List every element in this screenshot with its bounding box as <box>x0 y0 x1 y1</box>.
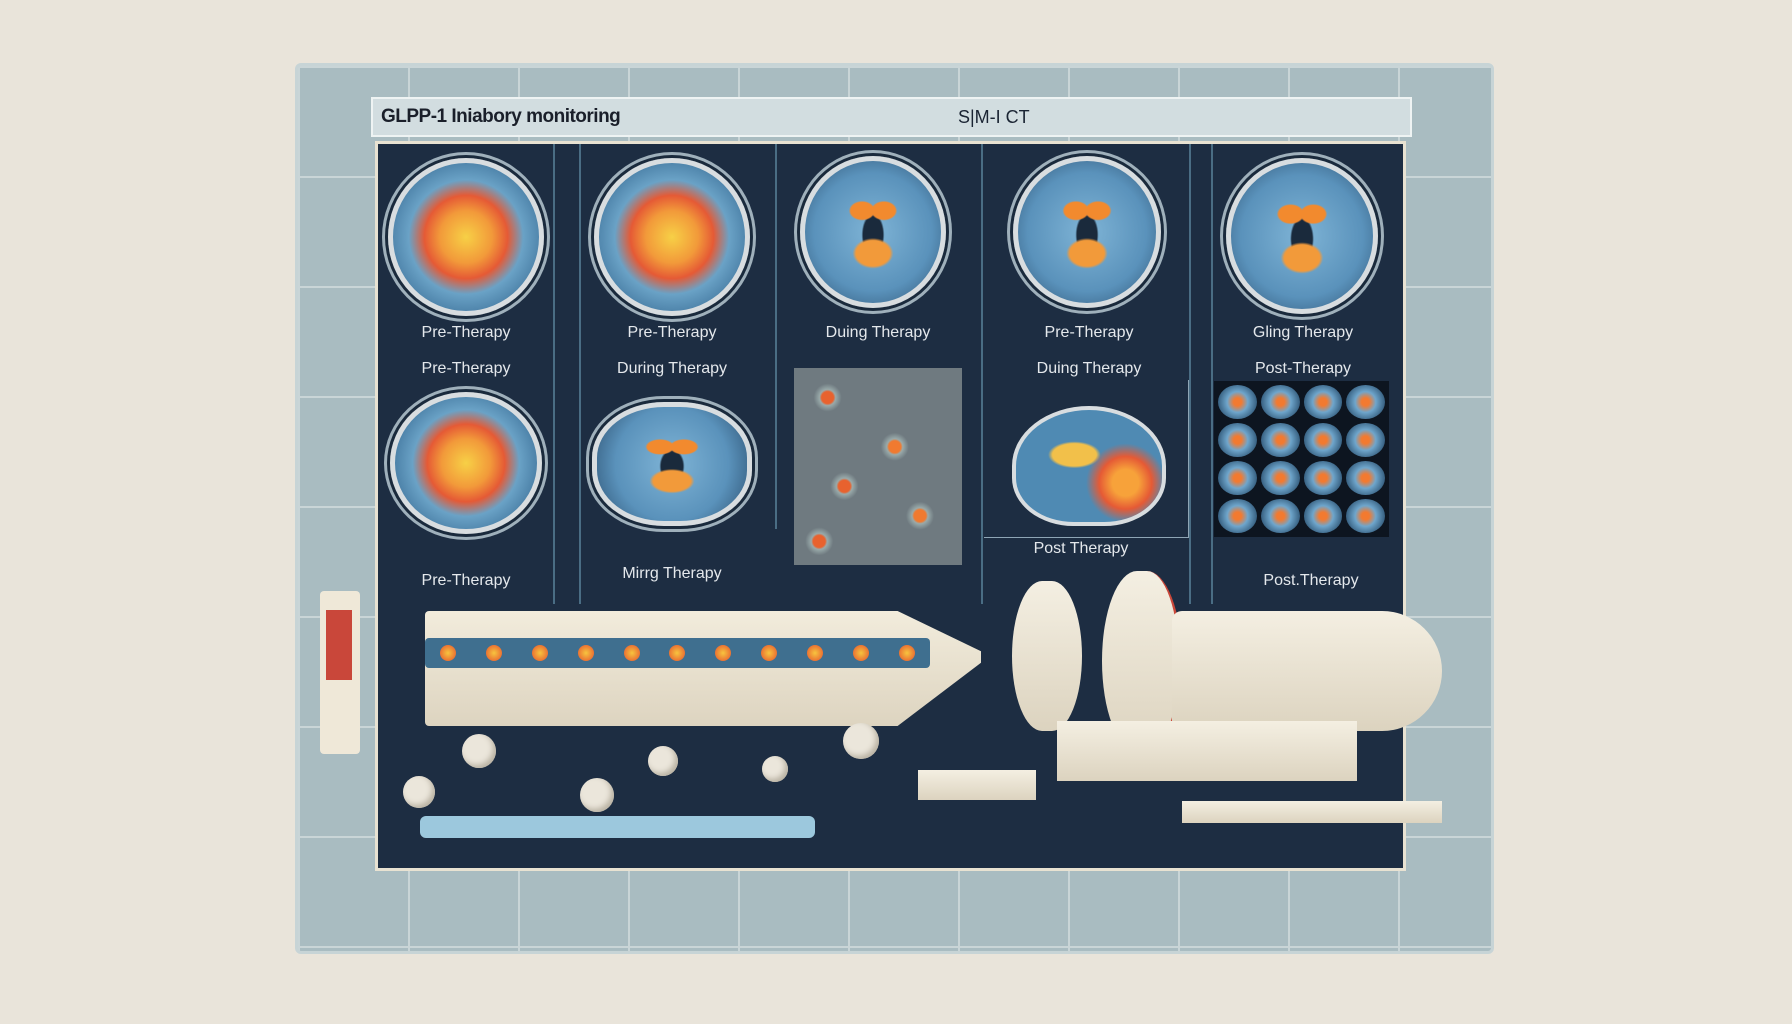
column-divider <box>579 144 581 604</box>
sagittal-brain-scan[interactable] <box>1012 406 1166 526</box>
scanner-ring-front <box>1012 581 1082 731</box>
scan-label: During Therapy <box>617 360 727 377</box>
brain-scan-pre-therapy[interactable] <box>594 158 750 316</box>
scanner-bore-tube <box>425 611 981 726</box>
brain-scan-during-therapy[interactable] <box>800 156 946 308</box>
column-divider <box>1211 144 1213 604</box>
app-title: GLPP-1 Iniabory monitoring <box>381 106 621 127</box>
scan-label: Duing Therapy <box>1036 360 1142 377</box>
cell-microscopy-image[interactable] <box>794 368 962 565</box>
modality-label: S|M-I CT <box>958 106 1030 127</box>
slice-grid-image[interactable] <box>1214 381 1389 537</box>
scan-label: Pre-Therapy <box>1044 324 1134 341</box>
scanner-body <box>1172 611 1442 731</box>
brain-scan-pre-therapy[interactable] <box>390 392 542 534</box>
column-divider <box>775 144 777 529</box>
scan-label: Post-Therapy <box>1254 360 1352 377</box>
person-figure <box>462 734 496 768</box>
scan-label: Pre-Therapy <box>421 572 511 589</box>
scanner-base <box>1057 721 1357 781</box>
scan-label: Post Therapy <box>1033 540 1129 557</box>
brain-scan-pre-therapy[interactable] <box>1013 156 1161 308</box>
person-figure <box>403 776 435 808</box>
monitor-screen <box>326 610 352 680</box>
scan-label: Mirrg Therapy <box>622 565 722 582</box>
ct-scanner <box>1012 571 1452 823</box>
scan-label: Post.Therapy <box>1263 572 1359 589</box>
patient-bench <box>420 816 815 838</box>
person-figure <box>648 746 678 776</box>
title-bar: GLPP-1 Iniabory monitoring S|M-I CT <box>371 97 1412 137</box>
scan-label: Pre-Therapy <box>627 324 717 341</box>
person-figure <box>762 756 788 782</box>
scanner-table <box>1182 801 1442 823</box>
scan-label: Duing Therapy <box>825 324 931 341</box>
control-desk <box>918 770 1036 800</box>
brain-scan-gling-therapy[interactable] <box>1226 158 1378 314</box>
column-divider <box>1189 144 1191 604</box>
person-figure <box>843 723 879 759</box>
column-divider <box>981 144 983 604</box>
scan-label: Pre-Therapy <box>421 324 511 341</box>
sagittal-panel-frame <box>984 380 1189 538</box>
brain-scan-pre-therapy[interactable] <box>388 158 544 316</box>
scan-label: Pre-Therapy <box>421 360 511 377</box>
person-figure <box>580 778 614 812</box>
brain-scan-during-therapy[interactable] <box>592 402 752 526</box>
column-divider <box>553 144 555 604</box>
scan-label: Gling Therapy <box>1252 324 1354 341</box>
tube-window <box>425 638 930 668</box>
